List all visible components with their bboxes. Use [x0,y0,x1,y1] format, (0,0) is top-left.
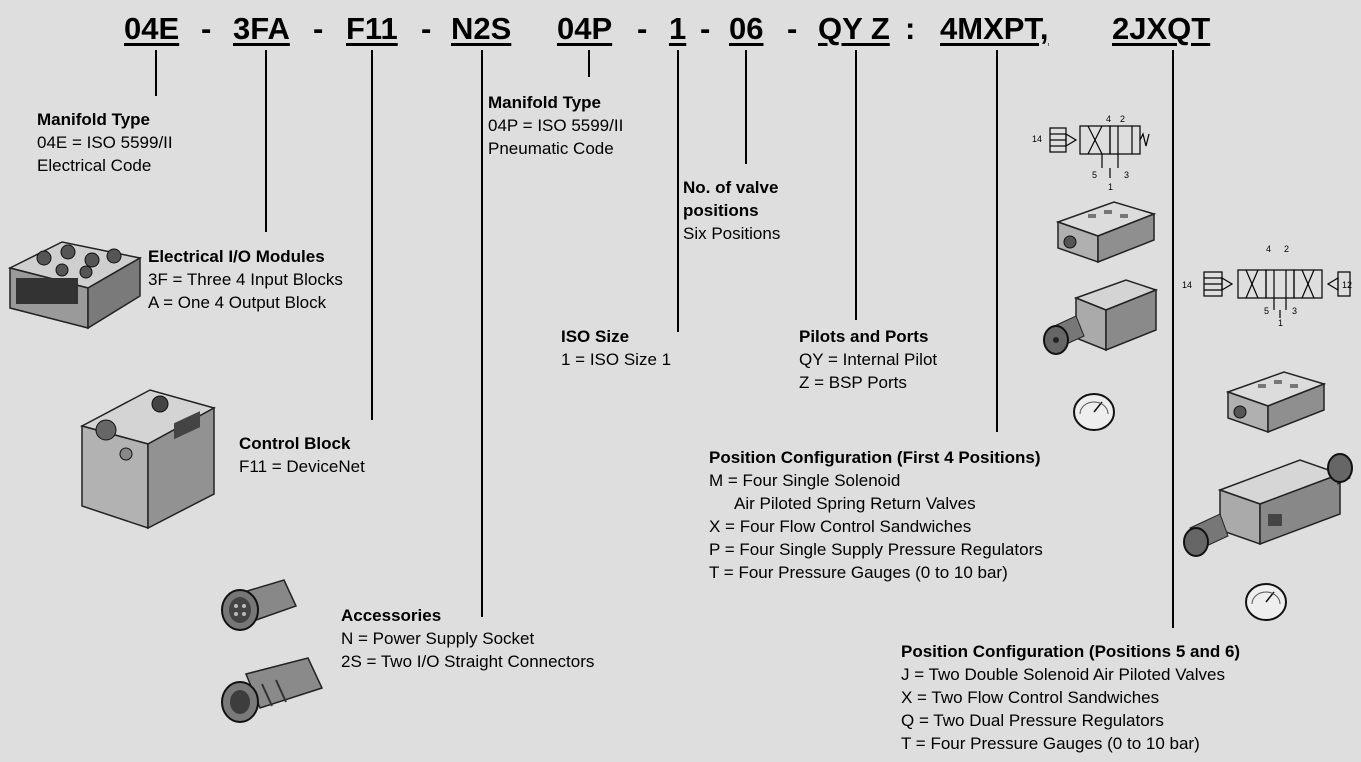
block-line: M = Four Single Solenoid [709,471,901,490]
block-title: Electrical I/O Modules [148,247,325,266]
port-label: 5 [1092,170,1097,180]
port-label: 12 [1342,280,1352,290]
code-separator: - [700,11,711,46]
valve-positions-block: No. of valve positions Six Positions [683,176,780,245]
power-connector-image [221,579,298,631]
block-line: Electrical Code [37,156,152,175]
block-line: QY = Internal Pilot [799,350,938,369]
code-colon: : [905,11,916,46]
single-solenoid-valve-symbol: 14 4 2 5 3 1 [1032,114,1150,192]
block-title: Accessories [341,606,442,625]
io-modules-block: Electrical I/O Modules 3F = Three 4 Inpu… [148,245,343,314]
port-label: 14 [1032,134,1042,144]
code-manifold-pneumatic: 04P [557,11,613,46]
block-title: positions [683,201,759,220]
pressure-gauge-image [1073,393,1115,431]
block-title: Manifold Type [488,93,602,112]
control-block-image [79,389,216,530]
iso-size-block: ISO Size 1 = ISO Size 1 [561,325,671,371]
block-title: No. of valve [683,178,779,197]
port-label: 3 [1292,306,1297,316]
flow-control-sandwich-image [1225,371,1327,434]
code-config-first: 4MXPT, [940,11,1049,46]
block-title: Pilots and Ports [799,327,929,346]
block-line: 04P = ISO 5599/II [488,116,624,135]
block-line: X = Four Flow Control Sandwiches [709,517,972,536]
config-second-block: Position Configuration (Positions 5 and … [901,640,1240,755]
block-line: 1 = ISO Size 1 [561,350,672,369]
block-line: F11 = DeviceNet [239,457,365,476]
port-label: 3 [1124,170,1129,180]
code-pilots-ports: QY Z [818,11,890,46]
block-title: Position Configuration (Positions 5 and … [901,642,1241,661]
code-iso-size: 1 [669,11,687,46]
block-line: Six Positions [683,224,781,243]
block-line: A = One 4 Output Block [148,293,327,312]
port-label: 14 [1182,280,1192,290]
code-separator: - [421,11,432,46]
accessories-block: Accessories N = Power Supply Socket 2S =… [341,604,594,673]
pilots-ports-block: Pilots and Ports QY = Internal Pilot Z =… [799,325,937,394]
port-label: 4 [1106,114,1111,124]
io-connector-image [221,657,324,723]
code-valve-positions: 06 [729,11,764,46]
block-line: N = Power Supply Socket [341,629,535,648]
code-separator: - [201,11,212,46]
code-control-block: F11 [346,11,398,46]
manifold-pneumatic-block: Manifold Type 04P = ISO 5599/II Pneumati… [488,91,623,160]
config-first-block: Position Configuration (First 4 Position… [709,446,1043,584]
port-label: 1 [1108,182,1113,192]
double-solenoid-valve-image [1183,453,1353,557]
block-line: Air Piloted Spring Return Valves [734,494,976,513]
block-line: X = Two Flow Control Sandwiches [901,688,1160,707]
block-title: Position Configuration (First 4 Position… [709,448,1041,467]
manifold-electrical-block: Manifold Type 04E = ISO 5599/II Electric… [37,108,173,177]
port-label: 5 [1264,306,1269,316]
block-line: J = Two Double Solenoid Air Piloted Valv… [901,665,1225,684]
block-line: Z = BSP Ports [799,373,907,392]
pressure-gauge-image [1245,583,1287,621]
double-solenoid-valve-symbol: 14 12 4 2 5 3 1 [1182,244,1352,326]
block-line: Q = Two Dual Pressure Regulators [901,711,1164,730]
block-line: T = Four Pressure Gauges (0 to 10 bar) [901,734,1200,753]
code-config-second: 2JXQT [1112,11,1211,46]
port-label: 1 [1278,318,1283,326]
code-separator: - [637,11,648,46]
io-module-image [7,241,143,330]
code-separator: - [787,11,798,46]
block-line: 04E = ISO 5599/II [37,133,173,152]
block-line: 2S = Two I/O Straight Connectors [341,652,595,671]
code-manifold-electrical: 04E [124,11,180,46]
code-io-modules: 3FA [233,11,290,46]
code-separator: - [313,11,324,46]
port-label: 4 [1266,244,1271,254]
pressure-regulator-image [1043,279,1159,355]
block-title: Manifold Type [37,110,151,129]
block-line: 3F = Three 4 Input Blocks [148,270,343,289]
port-label: 2 [1120,114,1125,124]
block-line: T = Four Pressure Gauges (0 to 10 bar) [709,563,1008,582]
control-block-block: Control Block F11 = DeviceNet [239,432,365,478]
port-label: 2 [1284,244,1289,254]
flow-control-sandwich-image [1055,201,1157,264]
block-line: Pneumatic Code [488,139,614,158]
block-line: P = Four Single Supply Pressure Regulato… [709,540,1043,559]
block-title: ISO Size [561,327,630,346]
code-accessories: N2S [451,11,512,46]
block-title: Control Block [239,434,351,453]
